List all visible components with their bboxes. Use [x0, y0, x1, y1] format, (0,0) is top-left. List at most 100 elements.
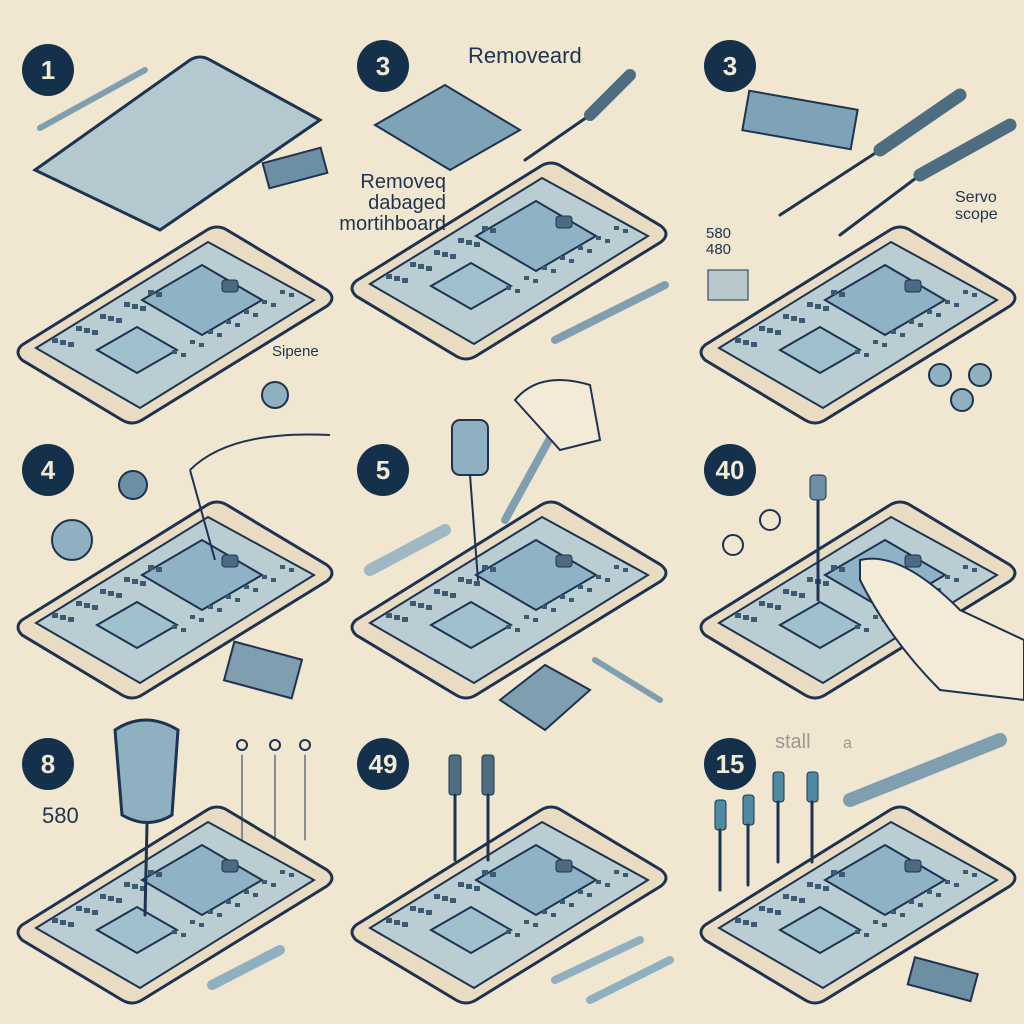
component — [560, 900, 565, 904]
component — [963, 565, 968, 569]
battery-connector — [906, 956, 979, 1003]
phone-2 — [350, 161, 668, 361]
screwdriver-shaft — [143, 823, 149, 917]
component — [524, 920, 529, 924]
step-badge-3: 3 — [704, 40, 756, 92]
component — [551, 913, 556, 917]
component — [783, 589, 789, 594]
component — [578, 246, 583, 250]
pry-tool — [551, 281, 669, 344]
component — [891, 330, 896, 334]
component — [751, 922, 757, 927]
component — [533, 279, 538, 283]
chip-logo — [555, 215, 573, 229]
pry-tool — [592, 657, 663, 703]
component — [945, 880, 950, 884]
component — [482, 565, 488, 570]
component — [839, 872, 845, 877]
component — [506, 286, 511, 290]
component — [936, 313, 941, 317]
chip-logo — [904, 554, 922, 568]
component — [823, 306, 829, 311]
component — [289, 873, 294, 877]
component — [124, 882, 130, 887]
component — [542, 605, 547, 609]
screw-part — [299, 739, 311, 751]
hand — [859, 557, 1024, 702]
component — [156, 872, 162, 877]
step-badge-8: 49 — [357, 738, 409, 790]
component — [217, 608, 222, 612]
component — [402, 617, 408, 622]
component — [458, 577, 464, 582]
component — [474, 242, 480, 247]
component — [235, 903, 240, 907]
component — [289, 568, 294, 572]
pry-tool — [551, 936, 644, 984]
component — [442, 591, 448, 596]
component — [799, 898, 805, 903]
component — [735, 613, 741, 618]
component — [217, 913, 222, 917]
component — [60, 615, 66, 620]
back-cover — [32, 55, 323, 232]
component — [116, 898, 122, 903]
screwdriver-handle — [714, 799, 727, 831]
component — [289, 293, 294, 297]
component — [909, 900, 914, 904]
component — [52, 918, 58, 923]
phone-3 — [699, 225, 1017, 425]
component — [92, 605, 98, 610]
component — [605, 578, 610, 582]
component — [235, 598, 240, 602]
bracket-part — [498, 663, 592, 732]
component — [954, 883, 959, 887]
phone-1 — [16, 225, 334, 425]
component — [751, 617, 757, 622]
component — [100, 589, 106, 594]
component — [386, 274, 392, 279]
component — [799, 593, 805, 598]
phone-5 — [350, 500, 668, 700]
phone-interior — [717, 240, 999, 410]
component — [831, 290, 837, 295]
component — [172, 625, 177, 629]
component — [791, 316, 797, 321]
phone-8 — [350, 805, 668, 1005]
component — [551, 269, 556, 273]
component — [450, 898, 456, 903]
component — [199, 618, 204, 622]
component — [515, 933, 520, 937]
screw-part — [269, 739, 281, 751]
component — [271, 883, 276, 887]
component — [569, 903, 574, 907]
component — [474, 886, 480, 891]
chip-logo — [904, 279, 922, 293]
pry-tool — [207, 945, 285, 990]
component — [767, 908, 773, 913]
component — [775, 910, 781, 915]
component — [116, 318, 122, 323]
component — [181, 353, 186, 357]
component — [52, 613, 58, 618]
component — [426, 266, 432, 271]
component — [783, 894, 789, 899]
screw-part — [118, 470, 148, 500]
component — [823, 886, 829, 891]
component — [560, 256, 565, 260]
component — [253, 893, 258, 897]
component — [60, 920, 66, 925]
component — [426, 910, 432, 915]
screwdriver-shaft — [523, 113, 592, 162]
component — [515, 289, 520, 293]
component — [743, 340, 749, 345]
component — [735, 918, 741, 923]
component — [605, 883, 610, 887]
component — [542, 910, 547, 914]
component — [466, 579, 472, 584]
phone-7 — [16, 805, 334, 1005]
component — [262, 300, 267, 304]
component — [410, 906, 416, 911]
label-a: a — [843, 735, 852, 752]
step-badge-5: 5 — [357, 444, 409, 496]
